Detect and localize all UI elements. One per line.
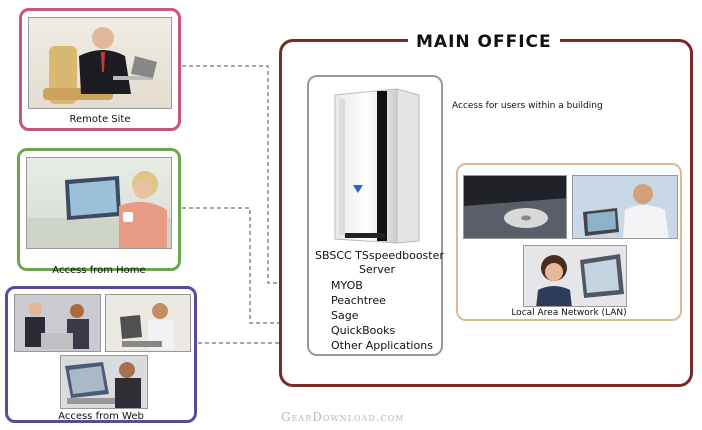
home-label: Access from Home: [52, 265, 146, 276]
web-label: Access from Web: [58, 411, 144, 422]
lan-photo-woman: [523, 245, 627, 307]
web-box: Access from Web: [5, 286, 197, 423]
server-box: SBSCC TSspeedbooster Server MYOB Peachtr…: [307, 75, 444, 356]
office-worker-icon: [120, 303, 174, 350]
businessman-laptop-icon: [43, 27, 157, 104]
web-photo-office: [105, 294, 191, 352]
server-name-line1: SBSCC TSspeedbooster: [315, 249, 444, 262]
app-item: QuickBooks: [331, 324, 396, 337]
watermark: GearDownload.com: [281, 410, 405, 424]
lan-arrow-label: Access for users within a building: [452, 101, 603, 111]
main-office-title: MAIN OFFICE: [408, 32, 560, 52]
server-tower-icon: [334, 88, 420, 244]
home-photo: [26, 157, 172, 249]
lan-box: Local Area Network (LAN): [456, 163, 682, 321]
meeting-icon: [25, 302, 89, 349]
remote-connector: [182, 65, 316, 284]
laptop-user-icon: [65, 362, 141, 408]
app-item: Other Applications: [331, 339, 433, 352]
remote-site-box: Remote Site: [19, 8, 181, 131]
remote-site-photo: [28, 17, 172, 109]
lan-photo-man: [572, 175, 678, 239]
app-item: Peachtree: [331, 294, 386, 307]
remote-site-label: Remote Site: [69, 114, 131, 125]
app-item: MYOB: [331, 279, 363, 292]
lan-photo-laptop-disc: [463, 175, 567, 239]
server-name-line2: Server: [359, 263, 396, 276]
web-photo-meeting: [14, 294, 101, 352]
app-item: Sage: [331, 309, 359, 322]
man-headset-icon: [583, 184, 669, 238]
web-photo-laptop: [60, 355, 148, 409]
laptop-disc-icon: [464, 176, 566, 238]
lan-label: Local Area Network (LAN): [511, 308, 627, 318]
woman-laptop-icon: [27, 171, 171, 248]
home-box: Access from Home: [17, 148, 181, 276]
woman-laptop-icon: [536, 254, 624, 306]
